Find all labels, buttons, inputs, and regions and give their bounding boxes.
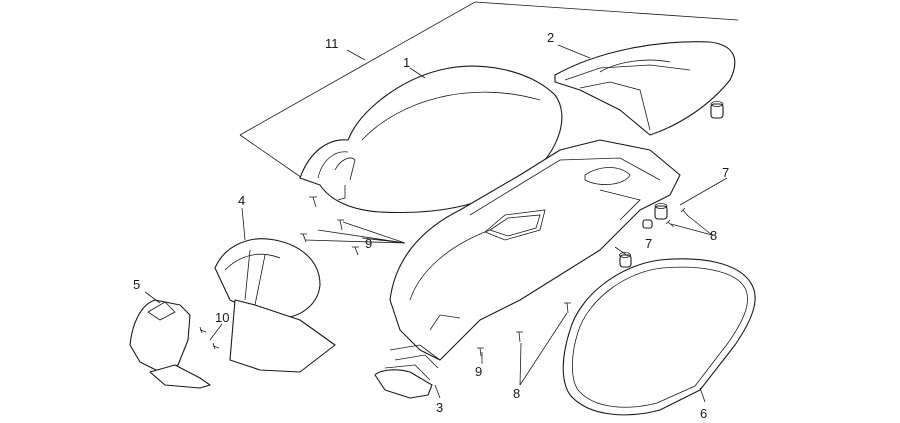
- callout-3: 3: [436, 400, 443, 415]
- callout-labels: 11 1 2 4 5 10 9 9 3 7 7 8 8 6: [133, 30, 729, 421]
- callout-2: 2: [547, 30, 554, 45]
- rubber-buffers: [619, 203, 668, 268]
- callout-9-lower: 9: [475, 364, 482, 379]
- undertray-part-3: [374, 139, 681, 399]
- callout-5: 5: [133, 277, 140, 292]
- callout-10: 10: [215, 310, 229, 325]
- callout-8-bottom: 8: [513, 386, 520, 401]
- callout-7-upper: 7: [722, 165, 729, 180]
- callout-1: 1: [403, 55, 410, 70]
- callout-7-lower: 7: [645, 236, 652, 251]
- rubber-buffer-upper: [710, 101, 724, 119]
- callout-9-upper: 9: [365, 236, 372, 251]
- callout-8-right: 8: [710, 228, 717, 243]
- small-cover-part-5: [129, 299, 211, 389]
- callout-11: 11: [325, 36, 339, 51]
- side-panel-part-4: [214, 238, 336, 373]
- screws: [199, 196, 689, 357]
- assembly-outline-11: [239, 1, 739, 181]
- seat-cowl-part-2: [554, 41, 736, 136]
- seat-part-1: [299, 65, 563, 214]
- callout-6: 6: [700, 406, 707, 421]
- leader-lines: [144, 44, 728, 403]
- callout-4: 4: [238, 193, 245, 208]
- seal-part-6: [562, 258, 756, 416]
